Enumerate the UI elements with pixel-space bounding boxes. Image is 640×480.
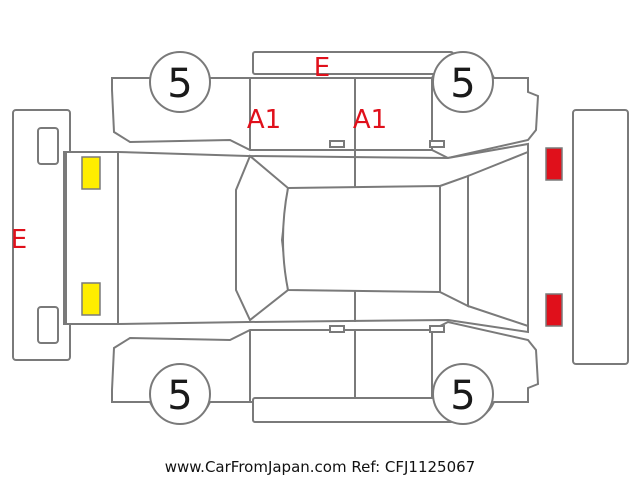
right-front-door-handle bbox=[329, 325, 345, 333]
rear-window bbox=[439, 174, 469, 308]
windshield bbox=[235, 154, 290, 322]
tire-tread-value: 5 bbox=[167, 373, 192, 419]
damage-mark-front-bumper: E bbox=[11, 225, 27, 255]
tire-front-right: 5 bbox=[149, 363, 211, 425]
watermark-text: www.CarFromJapan.com Ref: CFJ1125067 bbox=[165, 458, 475, 476]
tire-front-left: 5 bbox=[149, 51, 211, 113]
car-body-top-view bbox=[63, 142, 529, 334]
rocker-bottom-panel bbox=[252, 397, 454, 423]
front-light-top bbox=[81, 156, 101, 190]
front-light-bottom bbox=[81, 282, 101, 316]
rear-light-bottom bbox=[545, 293, 563, 327]
right-rear-door-handle bbox=[429, 325, 445, 333]
front-fog-lamp-top bbox=[37, 127, 59, 165]
damage-mark-left-rear-door: A1 bbox=[353, 105, 387, 135]
damage-mark-left-front-door: A1 bbox=[247, 105, 281, 135]
rear-light-top bbox=[545, 147, 563, 181]
cabin-roof bbox=[282, 184, 441, 294]
tire-rear-left: 5 bbox=[432, 51, 494, 113]
tire-tread-value: 5 bbox=[450, 61, 475, 107]
rear-bumper bbox=[572, 109, 629, 365]
roof-top-panel bbox=[252, 51, 454, 75]
damage-mark-roof-top: E bbox=[314, 53, 330, 83]
tire-tread-value: 5 bbox=[167, 61, 192, 107]
tire-rear-right: 5 bbox=[432, 363, 494, 425]
rear-hatch bbox=[467, 150, 529, 328]
left-rear-door-handle bbox=[429, 140, 445, 148]
left-front-door-handle bbox=[329, 140, 345, 148]
tire-tread-value: 5 bbox=[450, 373, 475, 419]
front-fog-lamp-bottom bbox=[37, 306, 59, 344]
